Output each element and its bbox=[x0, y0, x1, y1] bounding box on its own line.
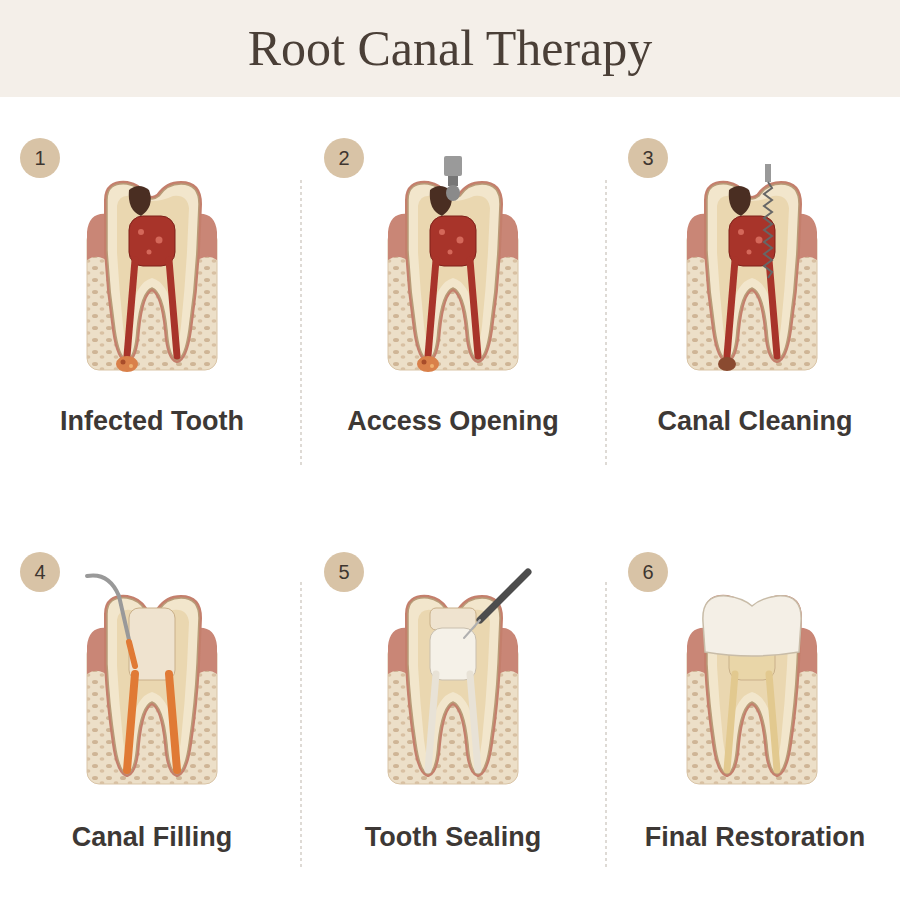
step-number: 3 bbox=[642, 148, 653, 168]
tooth-restored bbox=[687, 596, 817, 784]
step-caption: Tooth Sealing bbox=[365, 822, 542, 853]
step-caption: Canal Filling bbox=[72, 822, 233, 853]
tooth-filling bbox=[87, 575, 217, 784]
tooth-access bbox=[388, 156, 518, 372]
step-number-badge: 4 bbox=[20, 552, 60, 592]
step-number: 6 bbox=[642, 562, 653, 582]
step-caption: Infected Tooth bbox=[60, 406, 244, 437]
step-caption: Final Restoration bbox=[645, 822, 866, 853]
step-number: 1 bbox=[34, 148, 45, 168]
step-number-badge: 6 bbox=[628, 552, 668, 592]
step-number-badge: 3 bbox=[628, 138, 668, 178]
separator bbox=[301, 180, 606, 870]
step-number: 2 bbox=[338, 148, 349, 168]
step-caption: Access Opening bbox=[347, 406, 559, 437]
tooth-infected bbox=[87, 184, 217, 372]
step-number: 5 bbox=[338, 562, 349, 582]
step-number-badge: 1 bbox=[20, 138, 60, 178]
step-number-badge: 5 bbox=[324, 552, 364, 592]
tooth-cleaning bbox=[687, 164, 817, 371]
step-number-badge: 2 bbox=[324, 138, 364, 178]
tooth-sealing bbox=[388, 572, 528, 784]
step-caption: Canal Cleaning bbox=[657, 406, 852, 437]
title-band: Root Canal Therapy bbox=[0, 0, 900, 97]
step-number: 4 bbox=[34, 562, 45, 582]
title: Root Canal Therapy bbox=[248, 21, 653, 76]
